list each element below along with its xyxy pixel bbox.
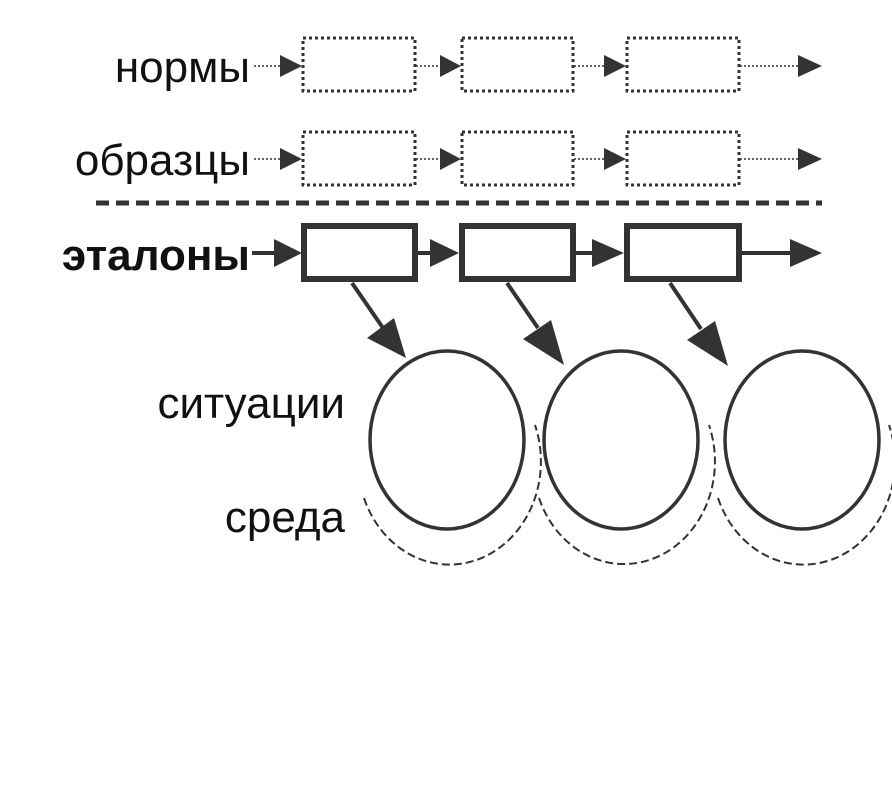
norms-box-1 [301, 36, 417, 93]
norms-row: нормы [115, 36, 822, 93]
standards-box-3 [624, 223, 742, 282]
standard-arrow-1 [350, 281, 385, 330]
standards-label: эталоны [62, 231, 250, 280]
samples-row: образцы [75, 130, 822, 187]
situation-circle-2 [542, 349, 700, 531]
situation-circle-1 [368, 349, 526, 531]
samples-label: образцы [75, 136, 250, 185]
standards-link-2-arrowhead [592, 239, 624, 267]
samples-link-1-arrowhead [440, 148, 461, 170]
samples-box-1 [301, 130, 417, 187]
norms-exit-arrowhead [798, 55, 822, 77]
situation-circle-3 [723, 349, 881, 531]
situation-circles [368, 349, 881, 531]
samples-box-3 [625, 130, 741, 187]
norms-entry-arrowhead [280, 55, 302, 77]
norms-link-1-arrowhead [440, 55, 461, 77]
environment-arc-1 [363, 424, 542, 566]
norms-box-3 [625, 36, 741, 93]
standards-box-1 [301, 223, 418, 282]
standards-entry-arrowhead [274, 239, 302, 267]
situations-label: ситуации [157, 379, 345, 428]
norms-label: нормы [115, 43, 250, 92]
samples-link-2-arrowhead [604, 148, 626, 170]
norms-box-2 [460, 36, 575, 93]
standard-to-situation-arrows [350, 281, 728, 366]
standards-exit-arrowhead [790, 239, 822, 267]
standards-link-1-arrowhead [430, 239, 459, 267]
environment-arc-3 [717, 424, 892, 566]
standard-arrow-1-head [367, 318, 406, 358]
environment-label: среда [225, 493, 346, 542]
samples-box-2 [460, 130, 575, 187]
standards-row: эталоны [62, 223, 822, 282]
standard-arrow-3 [668, 281, 703, 331]
standard-arrow-3-head [687, 321, 728, 366]
environment-arc-2 [538, 424, 716, 566]
standard-arrow-2 [505, 281, 540, 330]
standards-box-2 [459, 223, 576, 282]
environment-arcs [363, 424, 892, 566]
norms-link-2-arrowhead [604, 55, 626, 77]
samples-entry-arrowhead [280, 148, 302, 170]
samples-exit-arrowhead [798, 148, 822, 170]
standard-arrow-2-head [523, 320, 564, 365]
